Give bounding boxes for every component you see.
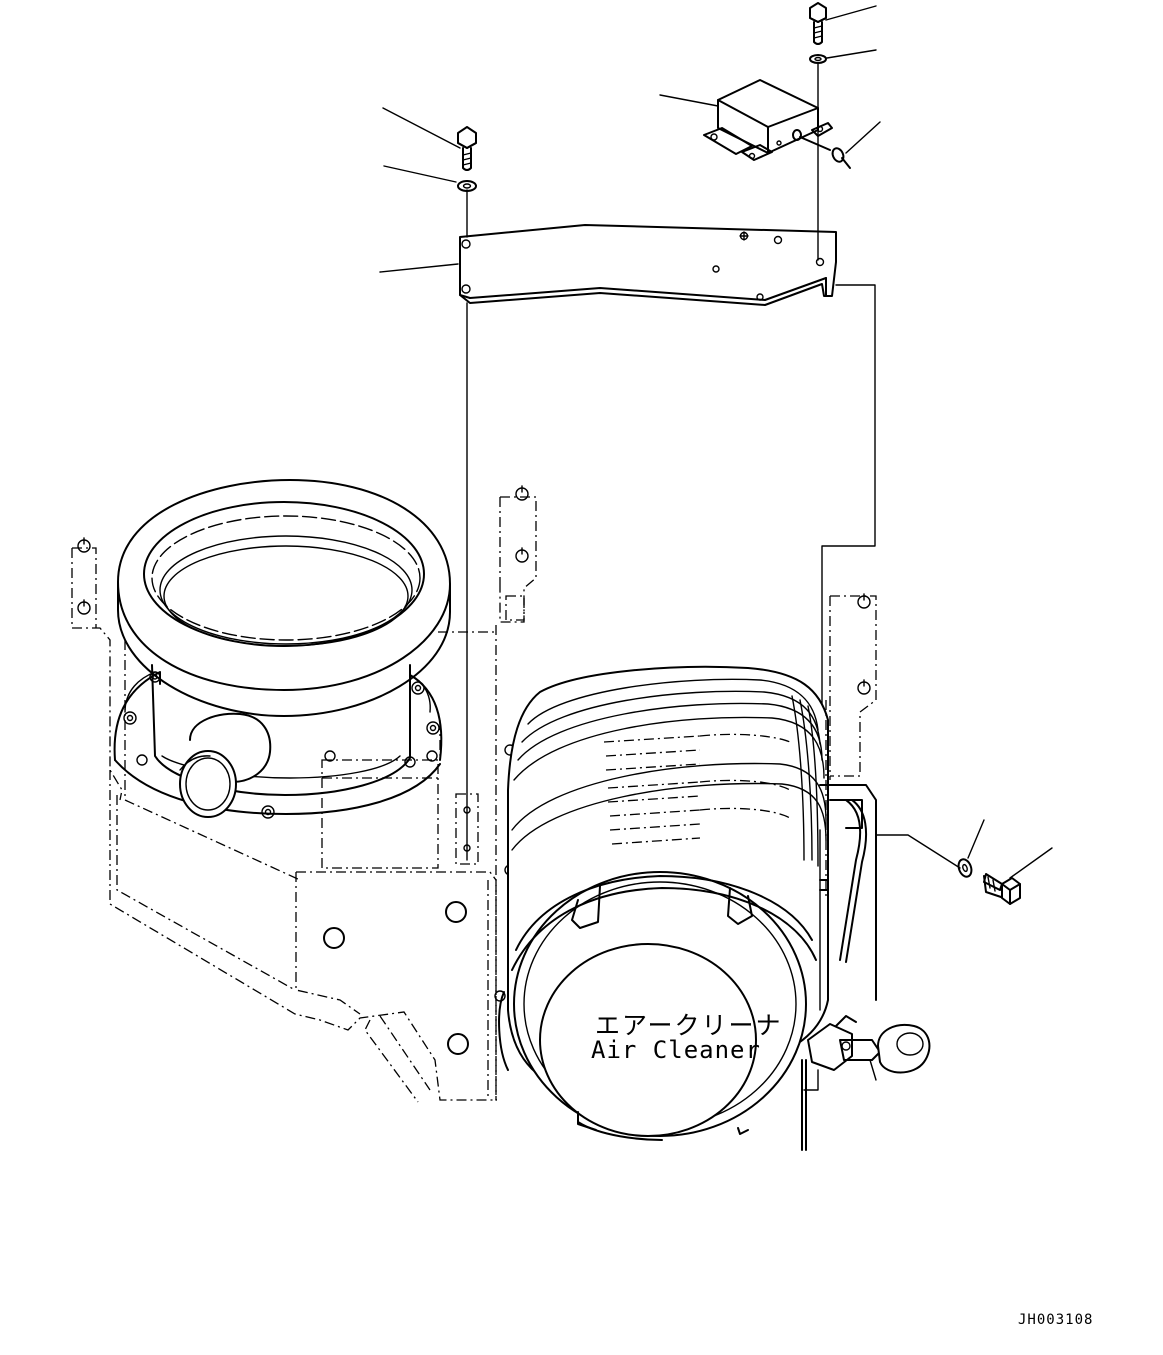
side-washer — [957, 858, 973, 878]
leader-line — [659, 94, 719, 107]
air-cleaner-label-jp: エアークリーナ — [595, 1011, 783, 1040]
controller-box — [703, 79, 833, 161]
leader-line — [826, 49, 877, 59]
left-support-stand — [71, 537, 497, 1103]
leader-line — [825, 5, 877, 21]
drawing-number: JH003108 — [1018, 1312, 1093, 1328]
right-side-bracket — [819, 593, 877, 1011]
intake-housing — [113, 479, 451, 819]
alignment-line — [821, 284, 876, 836]
top-right-bolt — [809, 2, 827, 45]
center-upright-stand — [494, 485, 537, 1100]
air-cleaner-body — [498, 665, 829, 1141]
side-bolt — [983, 873, 1021, 905]
leader-line — [382, 107, 461, 149]
bracket-bolt — [457, 126, 477, 171]
connector-screw — [799, 136, 851, 169]
leader-line — [967, 819, 985, 859]
mounting-bracket-plate — [459, 224, 837, 306]
air-cleaner-label-en: Air Cleaner — [591, 1036, 761, 1064]
leader-line — [1009, 847, 1053, 879]
restriction-sensor — [801, 1015, 931, 1151]
alignment-line — [875, 834, 961, 869]
leader-line — [379, 263, 459, 273]
leader-line — [383, 165, 457, 183]
top-right-washer — [809, 54, 827, 64]
leader-line — [845, 121, 881, 154]
